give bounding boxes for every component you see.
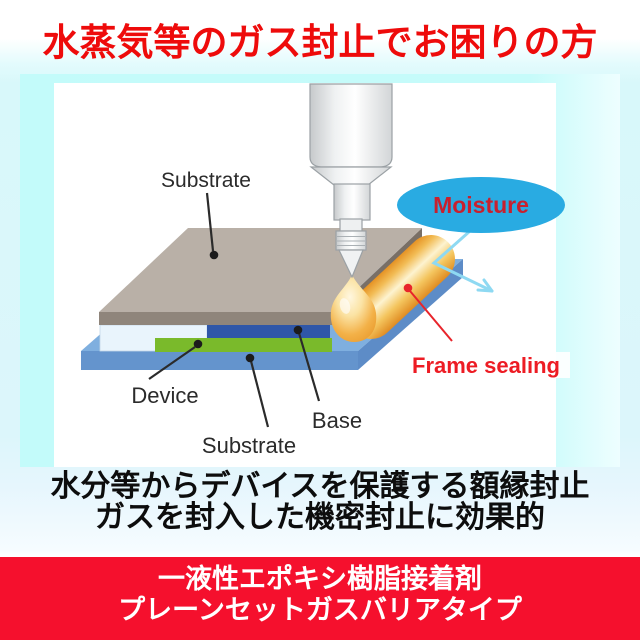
label-moisture: Moisture (433, 192, 529, 218)
base-layer (207, 325, 330, 338)
moisture-bubble (397, 177, 565, 233)
label-device: Device (131, 383, 198, 408)
device-layer (155, 338, 332, 352)
moisture-arrow (431, 229, 494, 293)
dispenser (309, 83, 393, 279)
description-line1: 水分等からデバイスを保護する額縁封止 (50, 470, 590, 503)
banner-line2: プレーンセットガスバリアタイプ (118, 595, 522, 625)
label-substrate-bottom: Substrate (202, 433, 296, 458)
leader-lines (148, 192, 321, 428)
moisture-arrowhead (476, 278, 494, 293)
adhesive-drop (330, 275, 377, 342)
description-text: 水分等からデバイスを保護する額縁封止 ガスを封入した機密封止に効果的 (0, 471, 640, 533)
label-frame-sealing: Frame sealing (412, 353, 560, 378)
page-title: 水蒸気等のガス封止でお困りの方 (42, 22, 598, 63)
frame-sealing-callout: Frame sealing (403, 283, 570, 378)
moisture-callout: Moisture (397, 177, 565, 293)
label-base: Base (312, 408, 362, 433)
banner-line1: 一液性エポキシ樹脂接着剤 (158, 564, 482, 594)
description-line2: ガスを封入した機密封止に効果的 (95, 501, 545, 534)
diagram-canvas: Substrate Device Base Substrate Frame se… (20, 74, 620, 467)
product-banner: 一液性エポキシ樹脂接着剤 プレーンセットガスバリアタイプ (0, 557, 640, 640)
sealing-diagram: Substrate Device Base Substrate Frame se… (20, 74, 620, 467)
leader-dots (193, 250, 303, 363)
label-substrate-top: Substrate (161, 169, 251, 192)
